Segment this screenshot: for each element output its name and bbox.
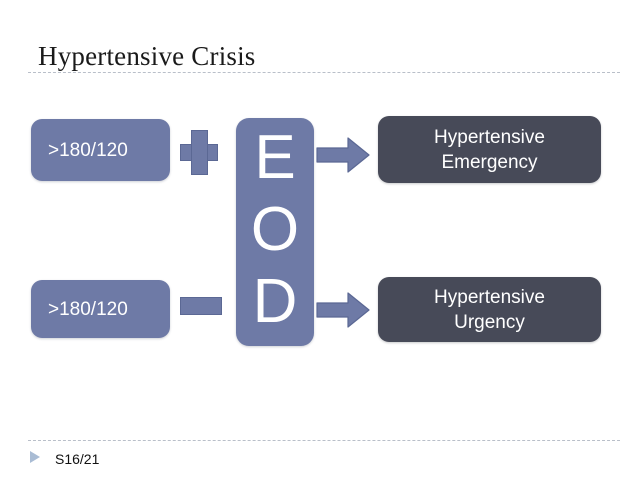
result-box-urgency[interactable]: Hypertensive Urgency bbox=[378, 277, 601, 342]
plus-icon bbox=[180, 130, 218, 175]
result-box-emergency[interactable]: Hypertensive Emergency bbox=[378, 116, 601, 183]
source-box-urgency[interactable]: >180/120 bbox=[31, 280, 170, 338]
result-emergency-line1: Hypertensive bbox=[434, 126, 545, 148]
slide-number-label: S16/21 bbox=[55, 451, 100, 467]
source-box-emergency[interactable]: >180/120 bbox=[31, 119, 170, 181]
result-urgency-line1: Hypertensive bbox=[434, 286, 545, 308]
arrow-right-emergency-icon bbox=[316, 137, 370, 173]
triangle-right-icon bbox=[30, 451, 40, 463]
result-urgency-line2: Urgency bbox=[454, 311, 525, 333]
result-emergency-line2: Emergency bbox=[441, 151, 538, 173]
eod-node[interactable]: E O D bbox=[236, 118, 314, 346]
eod-letter-o: O bbox=[250, 195, 300, 264]
eod-letter-e: E bbox=[254, 123, 296, 192]
eod-letter-d: D bbox=[252, 267, 298, 336]
title-divider bbox=[28, 72, 620, 73]
arrow-right-urgency-icon bbox=[316, 292, 370, 328]
plus-icon-vertical-bar bbox=[191, 130, 208, 175]
footer-divider bbox=[28, 440, 620, 441]
page-title: Hypertensive Crisis bbox=[38, 41, 256, 71]
minus-icon bbox=[180, 297, 222, 315]
